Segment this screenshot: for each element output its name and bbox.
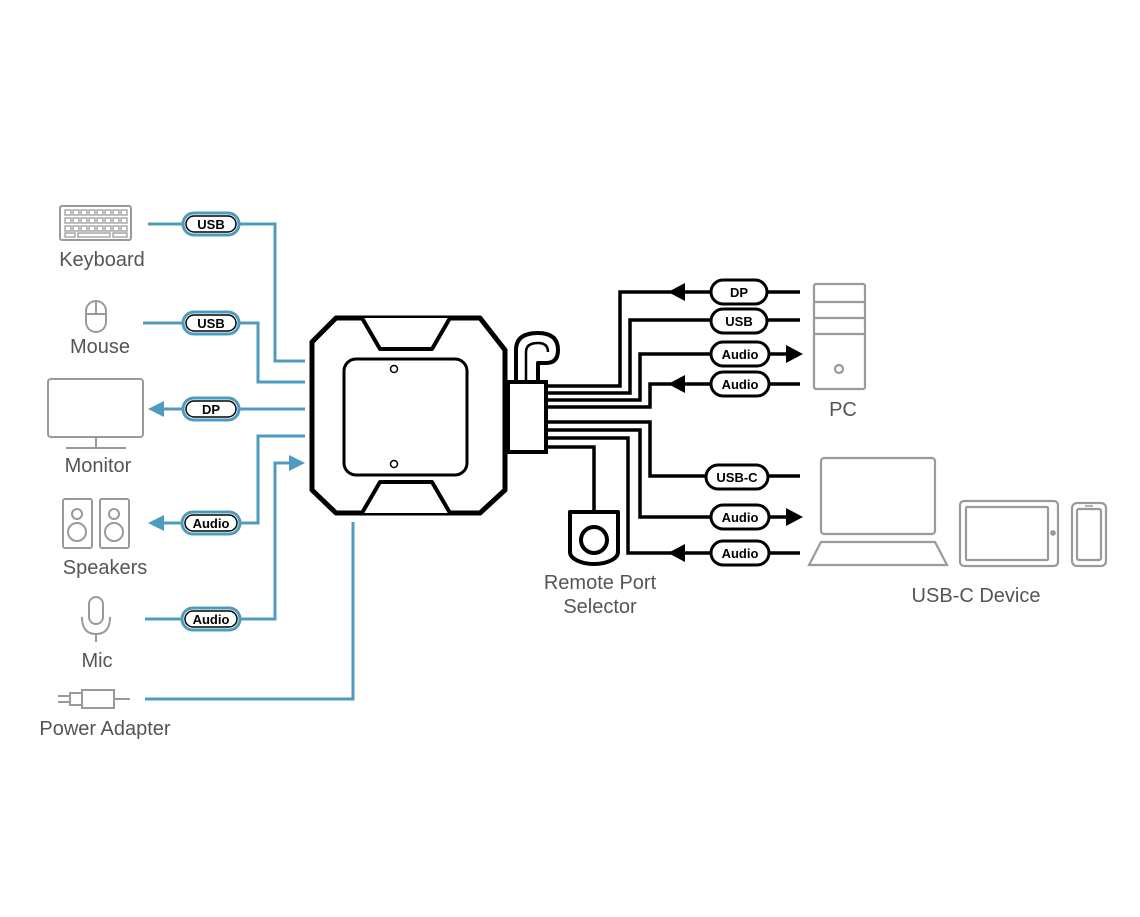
monitor-arrowhead <box>148 401 164 417</box>
kvm-screw-top <box>389 364 399 374</box>
usbc-audio-in-arrowhead <box>668 544 685 562</box>
right-arrowheads <box>668 283 803 562</box>
mouse-port-badge: USB <box>181 310 241 336</box>
mouse-label: Mouse <box>70 336 130 358</box>
tablet-icon <box>958 499 1060 568</box>
kvm-cable-loop <box>514 331 560 382</box>
speakers-cable <box>160 434 305 525</box>
power-cable <box>145 522 355 701</box>
kvm-screw-bottom <box>389 459 399 469</box>
mic-label: Mic <box>81 650 112 672</box>
pc-dp-label: DP <box>730 285 748 300</box>
monitor-port-label: DP <box>202 402 220 417</box>
usbc-audio-out-label: Audio <box>722 510 759 525</box>
kvm-top-notch <box>360 316 452 351</box>
pc-usb-badge: USB <box>709 307 769 335</box>
usbc-device-label: USB-C Device <box>912 585 1041 607</box>
remote-label-line1: Remote Port <box>544 572 657 594</box>
pc-audio-in-label: Audio <box>722 377 759 392</box>
mic-arrowhead <box>289 455 305 471</box>
monitor-icon <box>47 378 144 449</box>
kvm-switch <box>309 315 560 516</box>
keyboard-port-badge: USB <box>181 211 241 237</box>
mic-port-label: Audio <box>193 612 230 627</box>
keyboard-icon <box>59 205 132 241</box>
usbc-port-badge: USB-C <box>704 463 770 491</box>
left-device-icons <box>47 205 144 709</box>
kvm-top-panel <box>342 357 469 477</box>
usbc-port-label: USB-C <box>716 470 758 485</box>
speakers-arrowhead <box>148 515 164 531</box>
pc-audio-out-arrowhead <box>786 345 803 363</box>
pc-usb-label: USB <box>725 314 752 329</box>
kvm-cable-boot <box>506 380 548 454</box>
pc-audio-out-label: Audio <box>722 347 759 362</box>
pc-dp-badge: DP <box>709 278 769 306</box>
usbc-audio-in-label: Audio <box>722 546 759 561</box>
left-arrowheads <box>148 401 305 531</box>
left-badges: USB USB DP Audio Audio <box>180 211 242 632</box>
pc-dp-arrowhead <box>668 283 685 301</box>
right-badges: DP USB Audio Audio USB-C Audio Audio <box>704 278 771 567</box>
pc-audio-in-arrowhead <box>668 375 685 393</box>
left-labels: Keyboard Mouse Monitor Speakers Mic Powe… <box>39 249 171 740</box>
mic-cable <box>145 461 290 621</box>
phone-icon <box>1070 501 1108 568</box>
mouse-icon <box>85 300 107 333</box>
mic-port-badge: Audio <box>180 606 242 632</box>
microphone-icon <box>81 596 111 642</box>
pc-label: PC <box>829 399 857 421</box>
power-adapter-label: Power Adapter <box>39 718 171 740</box>
speakers-icon <box>62 498 130 549</box>
keyboard-port-label: USB <box>197 217 224 232</box>
right-device-icons <box>807 282 1108 568</box>
remote-label-line2: Selector <box>563 596 637 618</box>
laptop-icon <box>807 456 949 567</box>
monitor-label: Monitor <box>65 455 132 477</box>
pc-tower-icon <box>812 282 867 391</box>
speakers-port-label: Audio <box>193 516 230 531</box>
usbc-audio-in-badge: Audio <box>709 539 771 567</box>
usbc-audio-out-arrowhead <box>786 508 803 526</box>
monitor-port-badge: DP <box>181 396 241 422</box>
mouse-port-label: USB <box>197 316 224 331</box>
power-plug-icon <box>58 689 130 709</box>
remote-button-icon <box>568 510 620 566</box>
speakers-label: Speakers <box>63 557 148 579</box>
remote-cable <box>546 445 596 512</box>
kvm-bottom-notch <box>360 480 452 515</box>
pc-audio-in-badge: Audio <box>709 370 771 398</box>
usbc-audio-out-badge: Audio <box>709 503 771 531</box>
speakers-port-badge: Audio <box>180 510 242 536</box>
keyboard-cable <box>148 222 305 363</box>
keyboard-label: Keyboard <box>59 249 145 271</box>
pc-audio-out-badge: Audio <box>709 340 771 368</box>
